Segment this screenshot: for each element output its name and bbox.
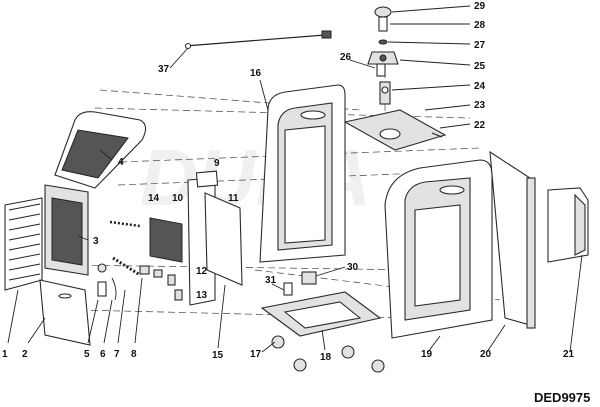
part-30-regulator bbox=[301, 271, 317, 285]
callout-24: 24 bbox=[474, 81, 486, 92]
callout-2: 2 bbox=[22, 349, 28, 360]
part-8-connector bbox=[139, 265, 163, 278]
callout-19: 19 bbox=[421, 349, 433, 360]
callout-20: 20 bbox=[480, 349, 492, 360]
part-5-pilot bbox=[97, 263, 107, 297]
callout-12: 12 bbox=[196, 266, 208, 277]
callout-9: 9 bbox=[214, 158, 220, 169]
callout-13: 13 bbox=[196, 290, 208, 301]
part-22-screw bbox=[431, 132, 443, 138]
callout-28: 28 bbox=[474, 20, 486, 31]
part-18-base-tray bbox=[260, 291, 382, 337]
callout-8: 8 bbox=[131, 349, 137, 360]
callout-18: 18 bbox=[320, 352, 332, 363]
callout-5: 5 bbox=[84, 349, 90, 360]
callout-14: 14 bbox=[148, 193, 160, 204]
callout-10: 10 bbox=[172, 193, 184, 204]
part-9-bracket bbox=[195, 170, 219, 188]
part-7-rail bbox=[112, 256, 141, 277]
callout-6: 6 bbox=[100, 349, 106, 360]
part-27-clip bbox=[378, 39, 388, 45]
callout-22: 22 bbox=[474, 120, 486, 131]
callout-7: 7 bbox=[114, 349, 120, 360]
part-2-lower-panel bbox=[39, 279, 91, 346]
part-28-spindle bbox=[378, 16, 388, 32]
part-3-front-frame bbox=[44, 184, 89, 276]
part-15-side-panel bbox=[204, 192, 243, 286]
callout-4: 4 bbox=[118, 157, 124, 168]
callout-31: 31 bbox=[265, 275, 277, 286]
part-29-knob bbox=[374, 6, 392, 18]
callout-17: 17 bbox=[250, 349, 262, 360]
part-23-burner-plate bbox=[343, 109, 447, 151]
callout-15: 15 bbox=[212, 350, 224, 361]
part-21-rear-cover bbox=[547, 187, 589, 263]
part-37-thermocouple bbox=[184, 30, 332, 50]
part-6-electrode bbox=[111, 277, 117, 301]
callout-26: 26 bbox=[340, 52, 352, 63]
callout-37: 37 bbox=[158, 64, 170, 75]
callout-11: 11 bbox=[228, 193, 239, 204]
callout-27: 27 bbox=[474, 40, 486, 51]
callout-labels: 1 2 3 4 5 6 7 8 9 10 11 12 13 14 15 16 1… bbox=[2, 1, 575, 363]
callout-25: 25 bbox=[474, 61, 486, 72]
part-31-bracket bbox=[283, 282, 293, 296]
callout-21: 21 bbox=[563, 349, 575, 360]
part-14-burner-element bbox=[109, 217, 183, 263]
part-26-bracket bbox=[376, 63, 386, 77]
part-20-side-panel bbox=[489, 150, 536, 329]
callout-29: 29 bbox=[474, 1, 486, 12]
part-25-valve-body bbox=[367, 51, 399, 65]
callout-1: 1 bbox=[2, 349, 8, 360]
part-24-injector bbox=[379, 81, 391, 105]
diagram-code: DED9975 bbox=[534, 390, 590, 405]
part-19-door bbox=[384, 159, 493, 339]
part-17-castors bbox=[271, 335, 385, 373]
part-16-rear-shell bbox=[259, 84, 346, 263]
callout-16: 16 bbox=[250, 68, 262, 79]
leader-lines bbox=[7, 5, 583, 353]
callout-3: 3 bbox=[93, 236, 99, 247]
part-1-front-grille bbox=[4, 197, 43, 291]
callout-23: 23 bbox=[474, 100, 486, 111]
part-12-13-fittings bbox=[167, 274, 183, 301]
callout-30: 30 bbox=[347, 262, 359, 273]
